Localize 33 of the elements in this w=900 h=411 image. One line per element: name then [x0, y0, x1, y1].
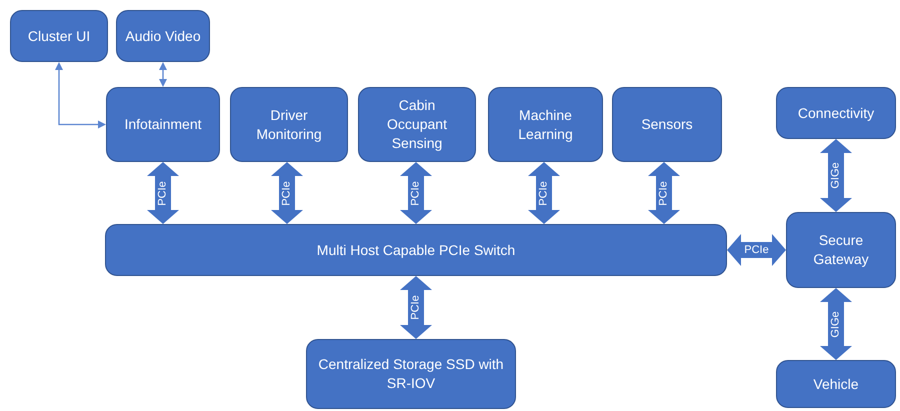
process-box	[612, 87, 722, 162]
box-label: Centralized Storage SSD with SR-IOV	[317, 355, 505, 393]
box-label: Infotainment	[124, 115, 202, 134]
process-box	[358, 87, 476, 162]
edge-label: GIGe	[830, 310, 842, 338]
edge-label: PCIe	[744, 244, 769, 256]
box-label: Cabin Occupant Sensing	[386, 96, 448, 153]
process-box	[306, 339, 516, 409]
process-box	[230, 87, 348, 162]
box-label: Cluster UI	[28, 26, 90, 46]
edge-label: PCIe	[538, 180, 550, 206]
process-box	[106, 87, 220, 162]
box-label: Machine Learning	[517, 106, 574, 144]
edge-label: PCIe	[410, 295, 422, 320]
edge-label: PCIe	[658, 180, 670, 206]
edge-label: GIGe	[830, 162, 842, 189]
box-label: Secure Gateway	[812, 231, 870, 269]
box-label: Driver Monitoring	[255, 106, 323, 144]
process-box	[116, 10, 210, 62]
edge-label: PCIe	[282, 180, 292, 206]
process-box	[105, 224, 727, 276]
process-box	[776, 87, 896, 139]
box-label: Vehicle	[813, 374, 859, 394]
process-box	[776, 360, 896, 408]
process-box	[488, 87, 603, 162]
edge-label: PCIe	[158, 180, 168, 206]
box-label: Audio Video	[125, 26, 201, 46]
process-box	[10, 10, 108, 62]
box-label: Multi Host Capable PCIe Switch	[316, 240, 516, 260]
process-box	[786, 212, 896, 288]
box-label: Sensors	[641, 115, 693, 134]
box-label: Connectivity	[798, 104, 874, 122]
edge-label: PCIe	[410, 180, 422, 206]
